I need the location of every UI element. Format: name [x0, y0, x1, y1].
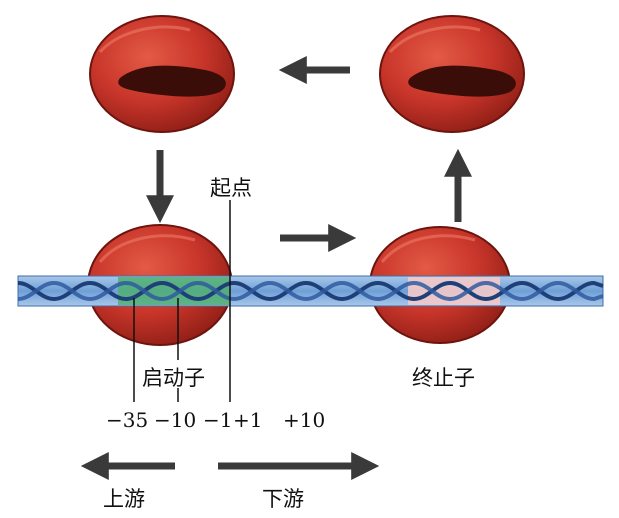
- upstream-label: 上游: [103, 487, 145, 511]
- promoter-label: 启动子: [142, 366, 205, 390]
- downstream-label: 下游: [262, 487, 304, 511]
- terminator-label: 终止子: [412, 366, 475, 390]
- position-minus10: −10: [154, 408, 197, 432]
- dna-double-helix: [17, 275, 604, 307]
- rna-polymerase-top-right: [379, 15, 525, 133]
- cycle-arrows: [146, 56, 472, 252]
- position-plus10: +10: [283, 408, 326, 432]
- start-site-label: 起点: [210, 176, 252, 200]
- position-plus1: +1: [233, 408, 263, 432]
- rna-polymerase-top-left: [89, 15, 235, 133]
- position-minus1: −1: [203, 408, 233, 432]
- position-minus35: −35: [106, 408, 149, 432]
- promoter-region: [118, 277, 230, 305]
- pointer-lines: [133, 200, 231, 402]
